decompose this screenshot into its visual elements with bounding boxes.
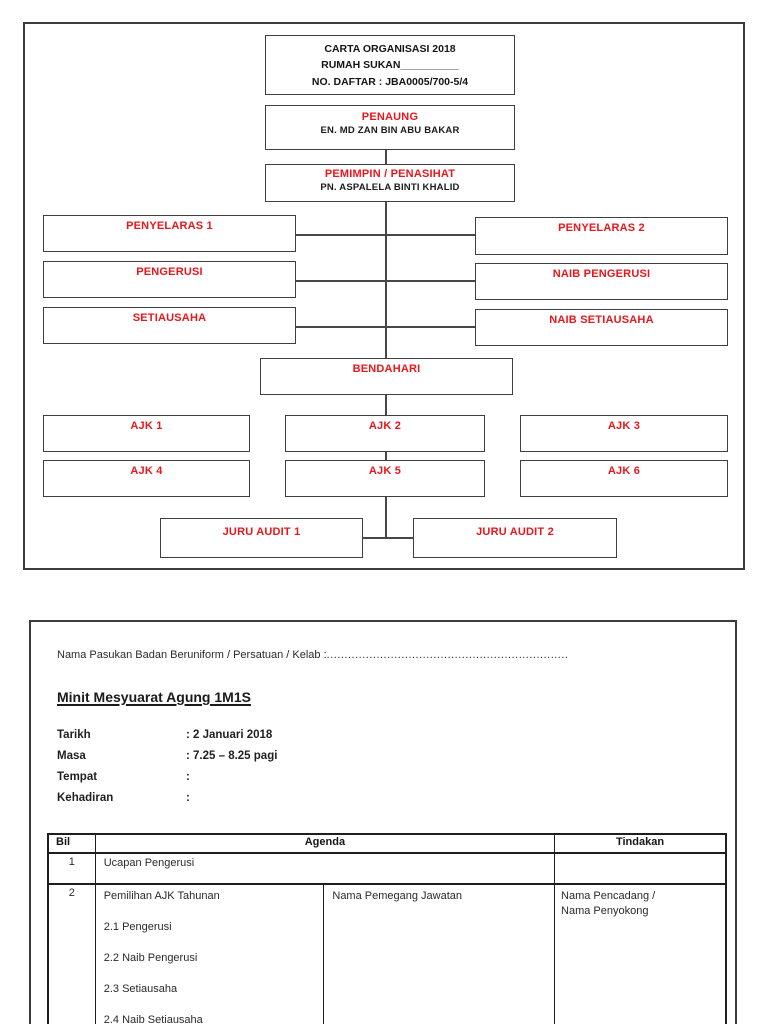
connector-pengerusi-row (296, 280, 475, 282)
node-bendahari: BENDAHARI (260, 358, 513, 395)
node-penyelaras2: PENYELARAS 2 (475, 217, 728, 255)
row2-agenda-item-1: 2.1 Pengerusi (103, 921, 172, 933)
node-pemimpin-name: PN. ASPALELA BINTI KHALID (320, 182, 460, 193)
node-naib-setiausaha: NAIB SETIAUSAHA (475, 309, 728, 346)
info-label-masa: Masa (57, 750, 86, 762)
connector-bendahari-ajk2 (385, 395, 387, 415)
chart-title-line1: CARTA ORGANISASI 2018 (324, 43, 456, 55)
node-pemimpin: PEMIMPIN / PENASIHAT PN. ASPALELA BINTI … (265, 164, 515, 202)
header-bil: Bil (56, 836, 71, 848)
info-row-tarikh: Tarikh : 2 Januari 2018 (57, 729, 277, 750)
node-ajk4-label: AJK 4 (130, 465, 163, 477)
node-ajk2: AJK 2 (285, 415, 485, 452)
connector-penaung-pemimpin (385, 150, 387, 164)
header-tindakan: Tindakan (554, 835, 725, 852)
node-ajk5-label: AJK 5 (368, 465, 402, 477)
row2-tindakan-line1: Nama Pencadang / (561, 890, 656, 902)
node-penyelaras2-label: PENYELARAS 2 (558, 222, 645, 234)
node-ajk1-label: AJK 1 (130, 420, 163, 432)
chart-title-line3: NO. DAFTAR : JBA0005/700-5/4 (311, 75, 469, 88)
node-penaung-name: EN. MD ZAN BIN ABU BAKAR (320, 125, 460, 136)
minutes-page: Nama Pasukan Badan Beruniform / Persatua… (29, 620, 737, 1024)
org-chart-page: CARTA ORGANISASI 2018 RUMAH SUKAN_______… (23, 22, 745, 570)
info-label-kehadiran: Kehadiran (57, 792, 114, 804)
row2-agenda-item-2: 2.2 Naib Pengerusi (103, 952, 198, 964)
agenda-table-header-row: Bil Agenda Tindakan (49, 835, 725, 854)
node-penyelaras1-label: PENYELARAS 1 (126, 220, 213, 232)
connector-ajk5-audit (385, 497, 387, 539)
row1-agenda: Ucapan Pengerusi (94, 854, 554, 883)
row2-agenda-item-3: 2.3 Setiausaha (103, 983, 178, 995)
node-ajk6-label: AJK 6 (607, 465, 641, 477)
row1-tindakan (553, 854, 725, 883)
connector-penyelaras-row (296, 234, 475, 236)
node-pemimpin-title: PEMIMPIN / PENASIHAT (324, 168, 456, 180)
row2-jawatan-label: Nama Pemegang Jawatan (332, 890, 463, 902)
node-setiausaha: SETIAUSAHA (43, 307, 296, 344)
team-name-dotted-line: ........................................… (326, 649, 569, 661)
team-name-line: Nama Pasukan Badan Beruniform / Persatua… (57, 649, 568, 661)
chart-title-box: CARTA ORGANISASI 2018 RUMAH SUKAN_______… (265, 35, 515, 95)
row2-tindakan: Nama Pencadang / Nama Penyokong (554, 885, 725, 1024)
node-bendahari-label: BENDAHARI (352, 363, 421, 375)
node-pengerusi: PENGERUSI (43, 261, 296, 298)
node-juru-audit2-label: JURU AUDIT 2 (476, 526, 554, 538)
info-value-masa: : 7.25 – 8.25 pagi (186, 750, 278, 762)
node-ajk4: AJK 4 (43, 460, 250, 497)
node-naib-setiausaha-label: NAIB SETIAUSAHA (549, 314, 654, 326)
node-naib-pengerusi-label: NAIB PENGERUSI (552, 268, 651, 280)
row2-tindakan-line2: Nama Penyokong (561, 905, 649, 917)
node-juru-audit1-label: JURU AUDIT 1 (222, 526, 301, 538)
info-value-kehadiran: : (186, 792, 190, 804)
node-juru-audit2: JURU AUDIT 2 (413, 518, 617, 558)
header-agenda: Agenda (94, 835, 554, 852)
node-ajk3-label: AJK 3 (607, 420, 641, 432)
info-label-tarikh: Tarikh (57, 729, 91, 741)
node-naib-pengerusi: NAIB PENGERUSI (475, 263, 728, 300)
info-row-masa: Masa : 7.25 – 8.25 pagi (57, 750, 277, 771)
row2-agenda-item-4: 2.4 Naib Setiausaha (103, 1014, 203, 1024)
node-juru-audit1: JURU AUDIT 1 (160, 518, 363, 558)
node-ajk2-label: AJK 2 (368, 420, 402, 432)
connector-audit-row (363, 537, 413, 539)
info-row-kehadiran: Kehadiran : (57, 792, 277, 813)
minutes-heading: Minit Mesyuarat Agung 1M1S (57, 689, 251, 705)
node-ajk6: AJK 6 (520, 460, 728, 497)
row2-agenda-left: Pemilihan AJK Tahunan 2.1 Pengerusi 2.2 … (94, 885, 324, 1024)
info-label-tempat: Tempat (57, 771, 98, 783)
node-penaung: PENAUNG EN. MD ZAN BIN ABU BAKAR (265, 105, 515, 150)
row2-agenda-right: Nama Pemegang Jawatan (323, 885, 554, 1024)
node-setiausaha-label: SETIAUSAHA (132, 312, 207, 324)
meeting-info-block: Tarikh : 2 Januari 2018 Masa : 7.25 – 8.… (57, 729, 277, 813)
node-penaung-title: PENAUNG (361, 111, 419, 123)
connector-setiausaha-row (296, 326, 475, 328)
node-ajk1: AJK 1 (43, 415, 250, 452)
info-value-tempat: : (186, 771, 190, 783)
node-ajk5: AJK 5 (285, 460, 485, 497)
chart-title-line2: RUMAH SUKAN__________ (321, 59, 459, 72)
row2-agenda-title: Pemilihan AJK Tahunan (103, 890, 220, 902)
node-pengerusi-label: PENGERUSI (136, 266, 203, 278)
info-value-tarikh: : 2 Januari 2018 (186, 729, 273, 741)
table-row-2: 2 Pemilihan AJK Tahunan 2.1 Pengerusi 2.… (49, 885, 725, 1024)
team-name-label: Nama Pasukan Badan Beruniform / Persatua… (57, 649, 327, 661)
connector-ajk2-ajk5 (385, 452, 387, 460)
row1-bil: 1 (68, 856, 75, 868)
info-row-tempat: Tempat : (57, 771, 277, 792)
table-row-1: 1 Ucapan Pengerusi (49, 854, 725, 885)
row2-bil: 2 (68, 887, 75, 899)
agenda-table: Bil Agenda Tindakan 1 Ucapan Pengerusi 2… (47, 833, 727, 1024)
node-penyelaras1: PENYELARAS 1 (43, 215, 296, 252)
node-ajk3: AJK 3 (520, 415, 728, 452)
